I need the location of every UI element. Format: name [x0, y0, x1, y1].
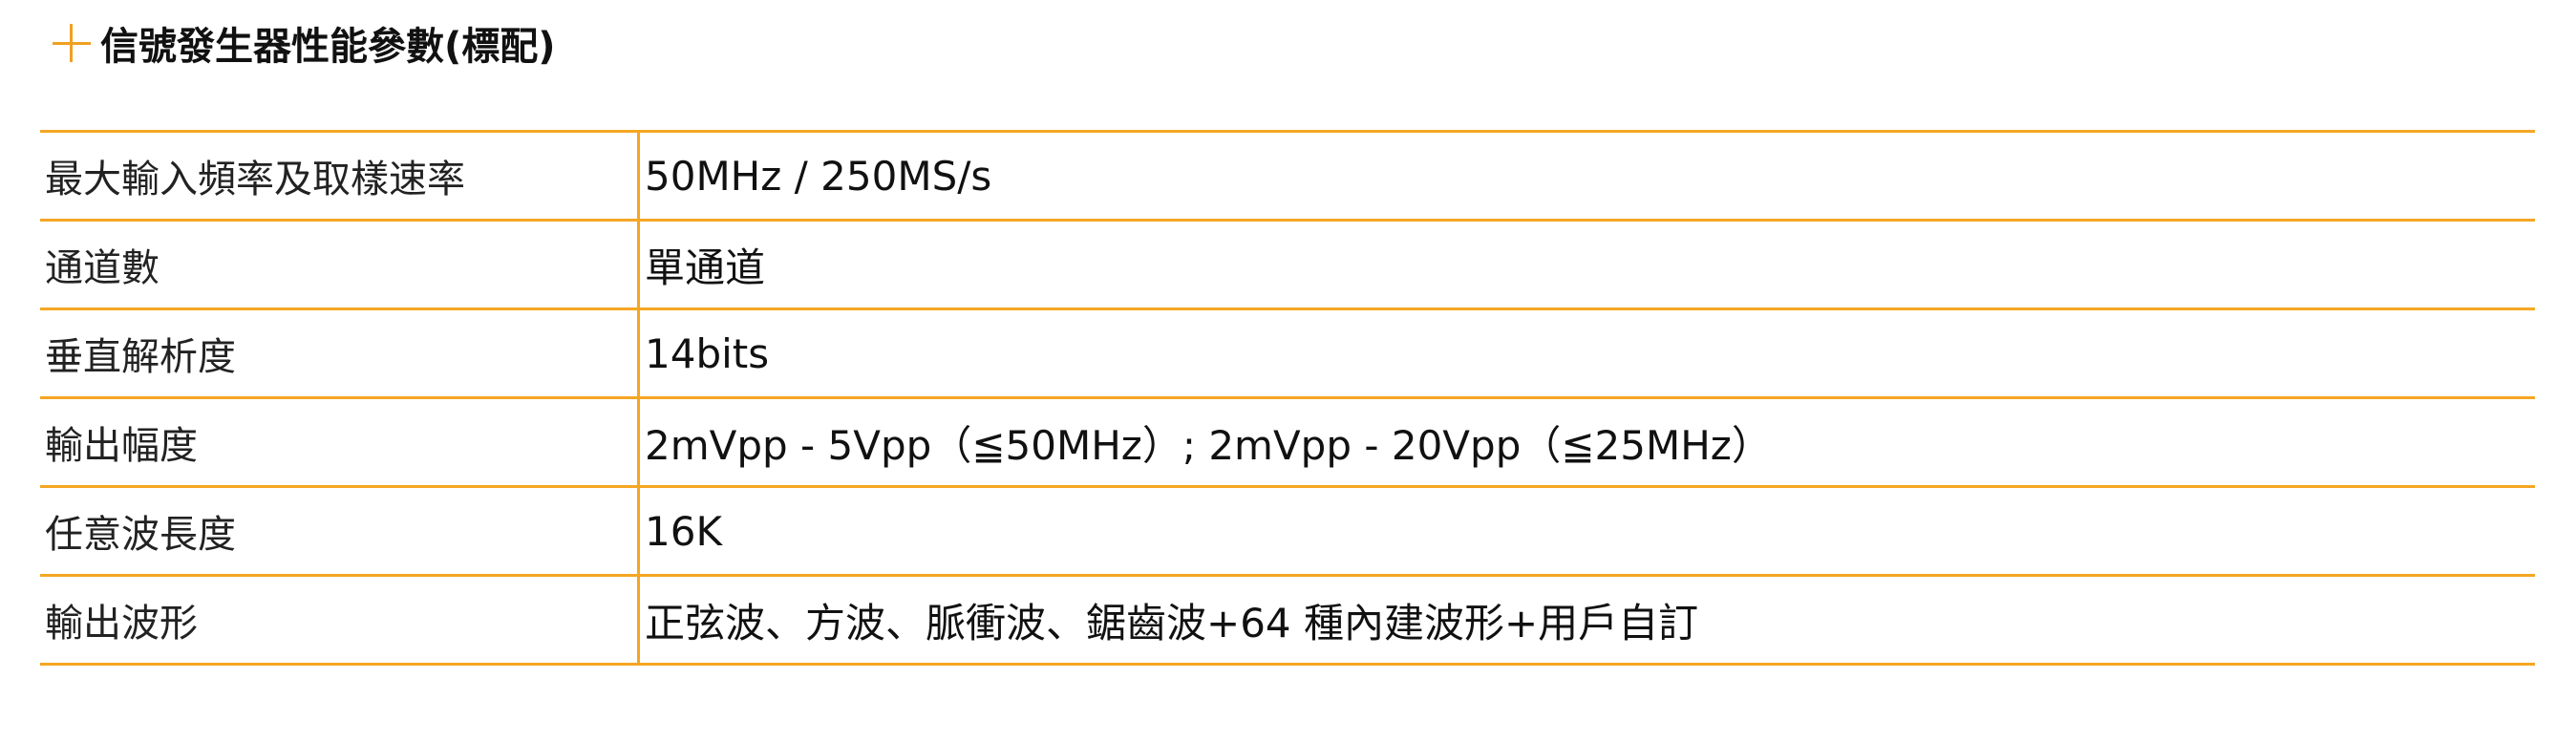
- table-row: 輸出波形 正弦波、方波、脈衝波、鋸齒波+64 種內建波形+用戶自訂: [40, 574, 2535, 666]
- table-row: 輸出幅度 2mVpp - 5Vpp（≦50MHz）; 2mVpp - 20Vpp…: [40, 396, 2535, 488]
- row-label: 輸出幅度: [40, 396, 640, 488]
- row-value: 50MHz / 250MS/s: [638, 130, 2535, 222]
- row-label: 通道數: [40, 219, 640, 310]
- row-label: 輸出波形: [40, 574, 640, 666]
- table-row: 最大輸入頻率及取樣速率 50MHz / 250MS/s: [40, 130, 2535, 222]
- row-label: 最大輸入頻率及取樣速率: [40, 130, 640, 222]
- section-header: 信號發生器性能參數(標配): [53, 10, 556, 76]
- row-value: 正弦波、方波、脈衝波、鋸齒波+64 種內建波形+用戶自訂: [638, 574, 2535, 666]
- row-label: 任意波長度: [40, 485, 640, 577]
- section-title: 信號發生器性能參數(標配): [100, 25, 556, 69]
- table-row: 通道數 單通道: [40, 219, 2535, 310]
- spec-table: 最大輸入頻率及取樣速率 50MHz / 250MS/s 通道數 單通道 垂直解析…: [40, 130, 2535, 666]
- table-row: 垂直解析度 14bits: [40, 307, 2535, 399]
- plus-icon: [53, 24, 91, 62]
- row-label: 垂直解析度: [40, 307, 640, 399]
- row-value: 16K: [638, 485, 2535, 577]
- row-value: 2mVpp - 5Vpp（≦50MHz）; 2mVpp - 20Vpp（≦25M…: [638, 396, 2535, 488]
- row-value: 14bits: [638, 307, 2535, 399]
- table-row: 任意波長度 16K: [40, 485, 2535, 577]
- row-value: 單通道: [638, 219, 2535, 310]
